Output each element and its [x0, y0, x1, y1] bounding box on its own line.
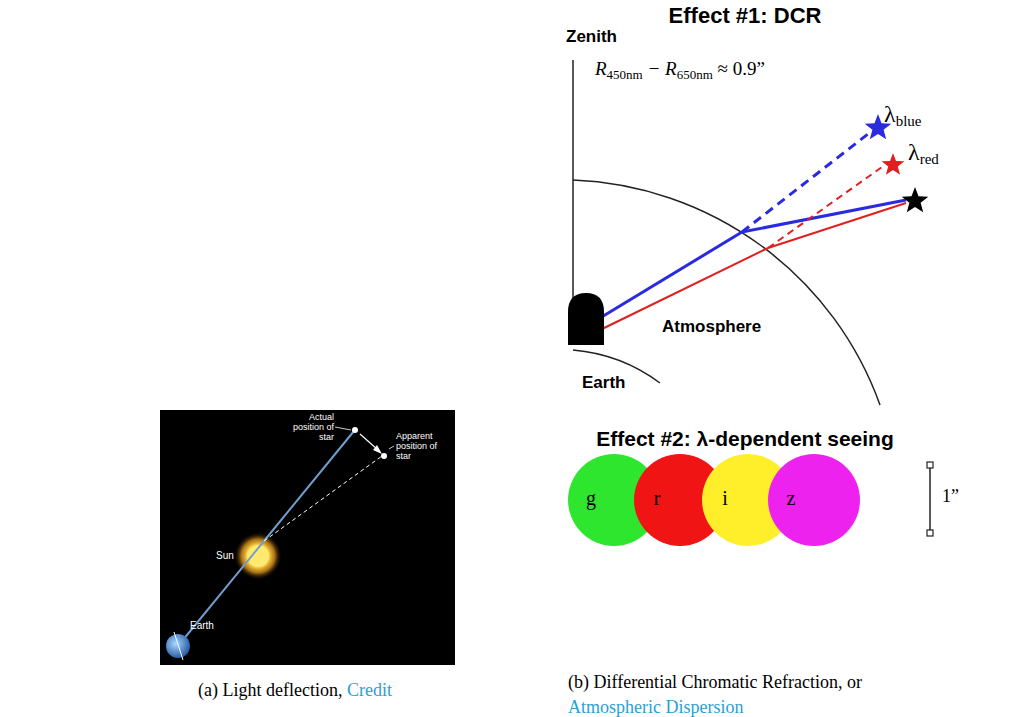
seeing-disc: z: [768, 454, 860, 546]
telescope-dome: [568, 293, 604, 345]
true-star: [902, 187, 929, 212]
formula-part: ≈ 0.9”: [718, 58, 765, 79]
formula-part: 650nm: [677, 67, 713, 82]
star-label: Apparent position of star: [396, 432, 452, 462]
band-letter: i: [722, 487, 728, 510]
earth-label: Earth: [190, 620, 214, 631]
scale-cap: [927, 530, 933, 536]
formula-part: − R: [647, 58, 676, 79]
image-panel: [160, 410, 455, 665]
scale-cap: [927, 462, 933, 468]
lambda-blue: λblue: [884, 100, 921, 130]
sun-label: Sun: [216, 550, 234, 561]
scale-bar: [929, 467, 931, 531]
star-label: Actual position of star: [288, 413, 334, 443]
lambda-red-part: red: [920, 151, 939, 167]
apparent-ray: [264, 456, 382, 541]
caption: (a) Light deflection,Credit: [198, 680, 392, 702]
red-star: [882, 153, 905, 175]
red-apparent: [768, 167, 882, 248]
caption-part: (b) Differential Chromatic Refraction, o…: [568, 672, 862, 692]
blue-apparent: [742, 134, 868, 232]
apparent-star: [381, 453, 387, 459]
panel-heading: Effect #2: λ-dependent seeing: [596, 427, 894, 450]
formula-part: R: [595, 58, 607, 79]
atmosphere-label: Atmosphere: [662, 318, 761, 337]
leader-line: [335, 427, 351, 430]
caption: (b) Differential Chromatic Refraction, o…: [568, 672, 862, 694]
caption-part: Credit: [347, 680, 392, 700]
lambda-blue-part: blue: [896, 113, 922, 129]
lambda-red-part: λ: [908, 139, 920, 165]
panel-heading: Effect #1: DCR: [669, 4, 822, 28]
arrowhead: [373, 445, 382, 454]
lambda-blue-part: λ: [884, 101, 896, 127]
formula: R450nm − R650nm ≈ 0.9”: [595, 58, 765, 83]
caption-part: (a) Light deflection,: [198, 680, 342, 700]
zenith-line: [572, 60, 574, 300]
earth-axis: [174, 632, 183, 660]
scale-label: 1”: [942, 487, 959, 507]
lambda-red: λred: [908, 138, 939, 168]
zenith-label: Zenith: [566, 28, 617, 47]
caption-link: Atmospheric Dispersion: [568, 698, 743, 717]
blue-ray: [742, 200, 906, 232]
band-letter: g: [586, 487, 596, 510]
leader-line: [389, 446, 394, 449]
blue-ray: [600, 232, 742, 318]
formula-part: 450nm: [607, 67, 643, 82]
earth-label: Earth: [582, 374, 625, 393]
light-ray: [178, 541, 264, 646]
actual-star: [352, 427, 358, 433]
band-letter: r: [654, 487, 661, 510]
sun: [234, 532, 282, 580]
red-ray: [768, 203, 906, 248]
band-letter: z: [787, 487, 796, 510]
